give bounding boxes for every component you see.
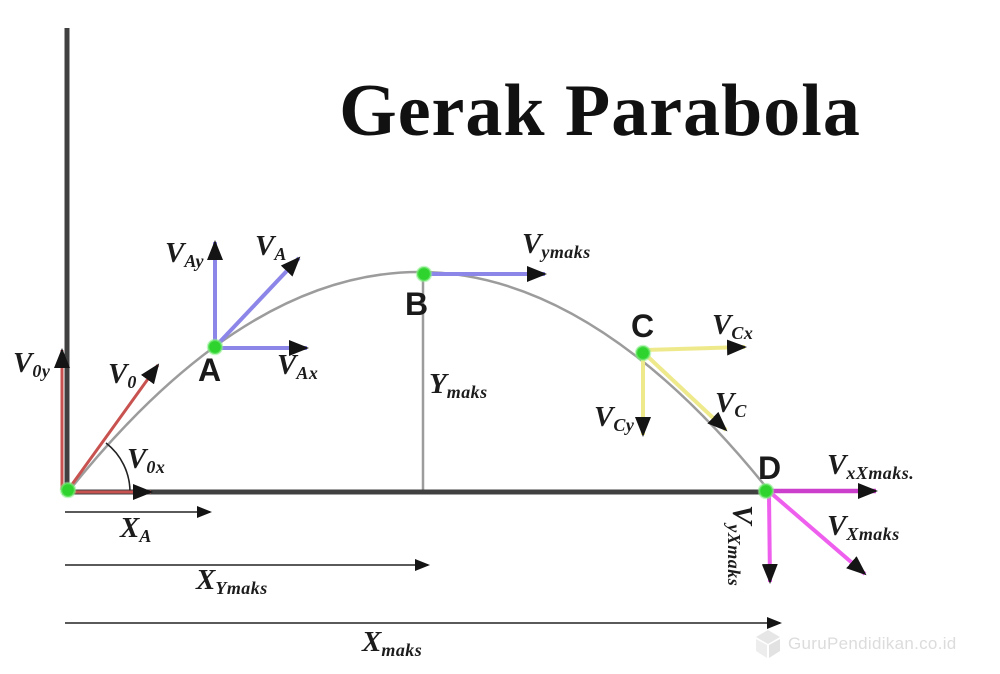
point-d-label: D — [758, 450, 782, 486]
label-vxmaks: VXmaks — [827, 510, 900, 545]
vc-vector — [643, 352, 728, 432]
point-a-label: A — [198, 352, 222, 388]
watermark-text: GuruPendidikan.co.id — [788, 634, 957, 653]
diagram-title: Gerak Parabola — [339, 70, 861, 152]
label-vymaks: Vymaks — [522, 228, 591, 263]
label-vay: VAy — [165, 237, 204, 272]
label-v0y: V0y — [13, 347, 51, 382]
label-xa: XA — [120, 512, 152, 547]
label-vc: VC — [715, 387, 747, 422]
label-vxxmaks: VxXmaks. — [827, 449, 915, 484]
label-v0x: V0x — [127, 443, 166, 478]
point-d-marker — [757, 482, 775, 500]
vcx-vector — [644, 339, 747, 356]
label-xmaks: Xmaks — [362, 626, 423, 661]
v0-vector — [66, 363, 160, 491]
watermark: GuruPendidikan.co.id — [755, 629, 957, 659]
point-b-marker — [415, 265, 433, 283]
label-vax: VAx — [277, 349, 319, 384]
point-a-marker — [206, 338, 224, 356]
point-c-label: C — [631, 308, 655, 344]
vyxmaks-vector — [761, 493, 778, 584]
va-vector — [213, 256, 301, 349]
gurupendidikan-logo-icon — [756, 630, 780, 658]
point-c-marker — [634, 344, 652, 362]
label-va: VA — [255, 230, 287, 265]
launch-angle-arc — [105, 442, 131, 493]
origin-point — [59, 481, 77, 499]
label-v0: V0 — [108, 358, 137, 393]
label-vcy: VCy — [594, 401, 635, 436]
point-b-label: B — [405, 286, 429, 322]
label-vcx: VCx — [712, 309, 754, 344]
label-xymaks: XYmaks — [196, 564, 268, 599]
vxmaks-vector — [769, 491, 867, 576]
label-ymaks: Ymaks — [429, 368, 488, 403]
label-vyxmaks: VyXmaks — [723, 505, 758, 587]
